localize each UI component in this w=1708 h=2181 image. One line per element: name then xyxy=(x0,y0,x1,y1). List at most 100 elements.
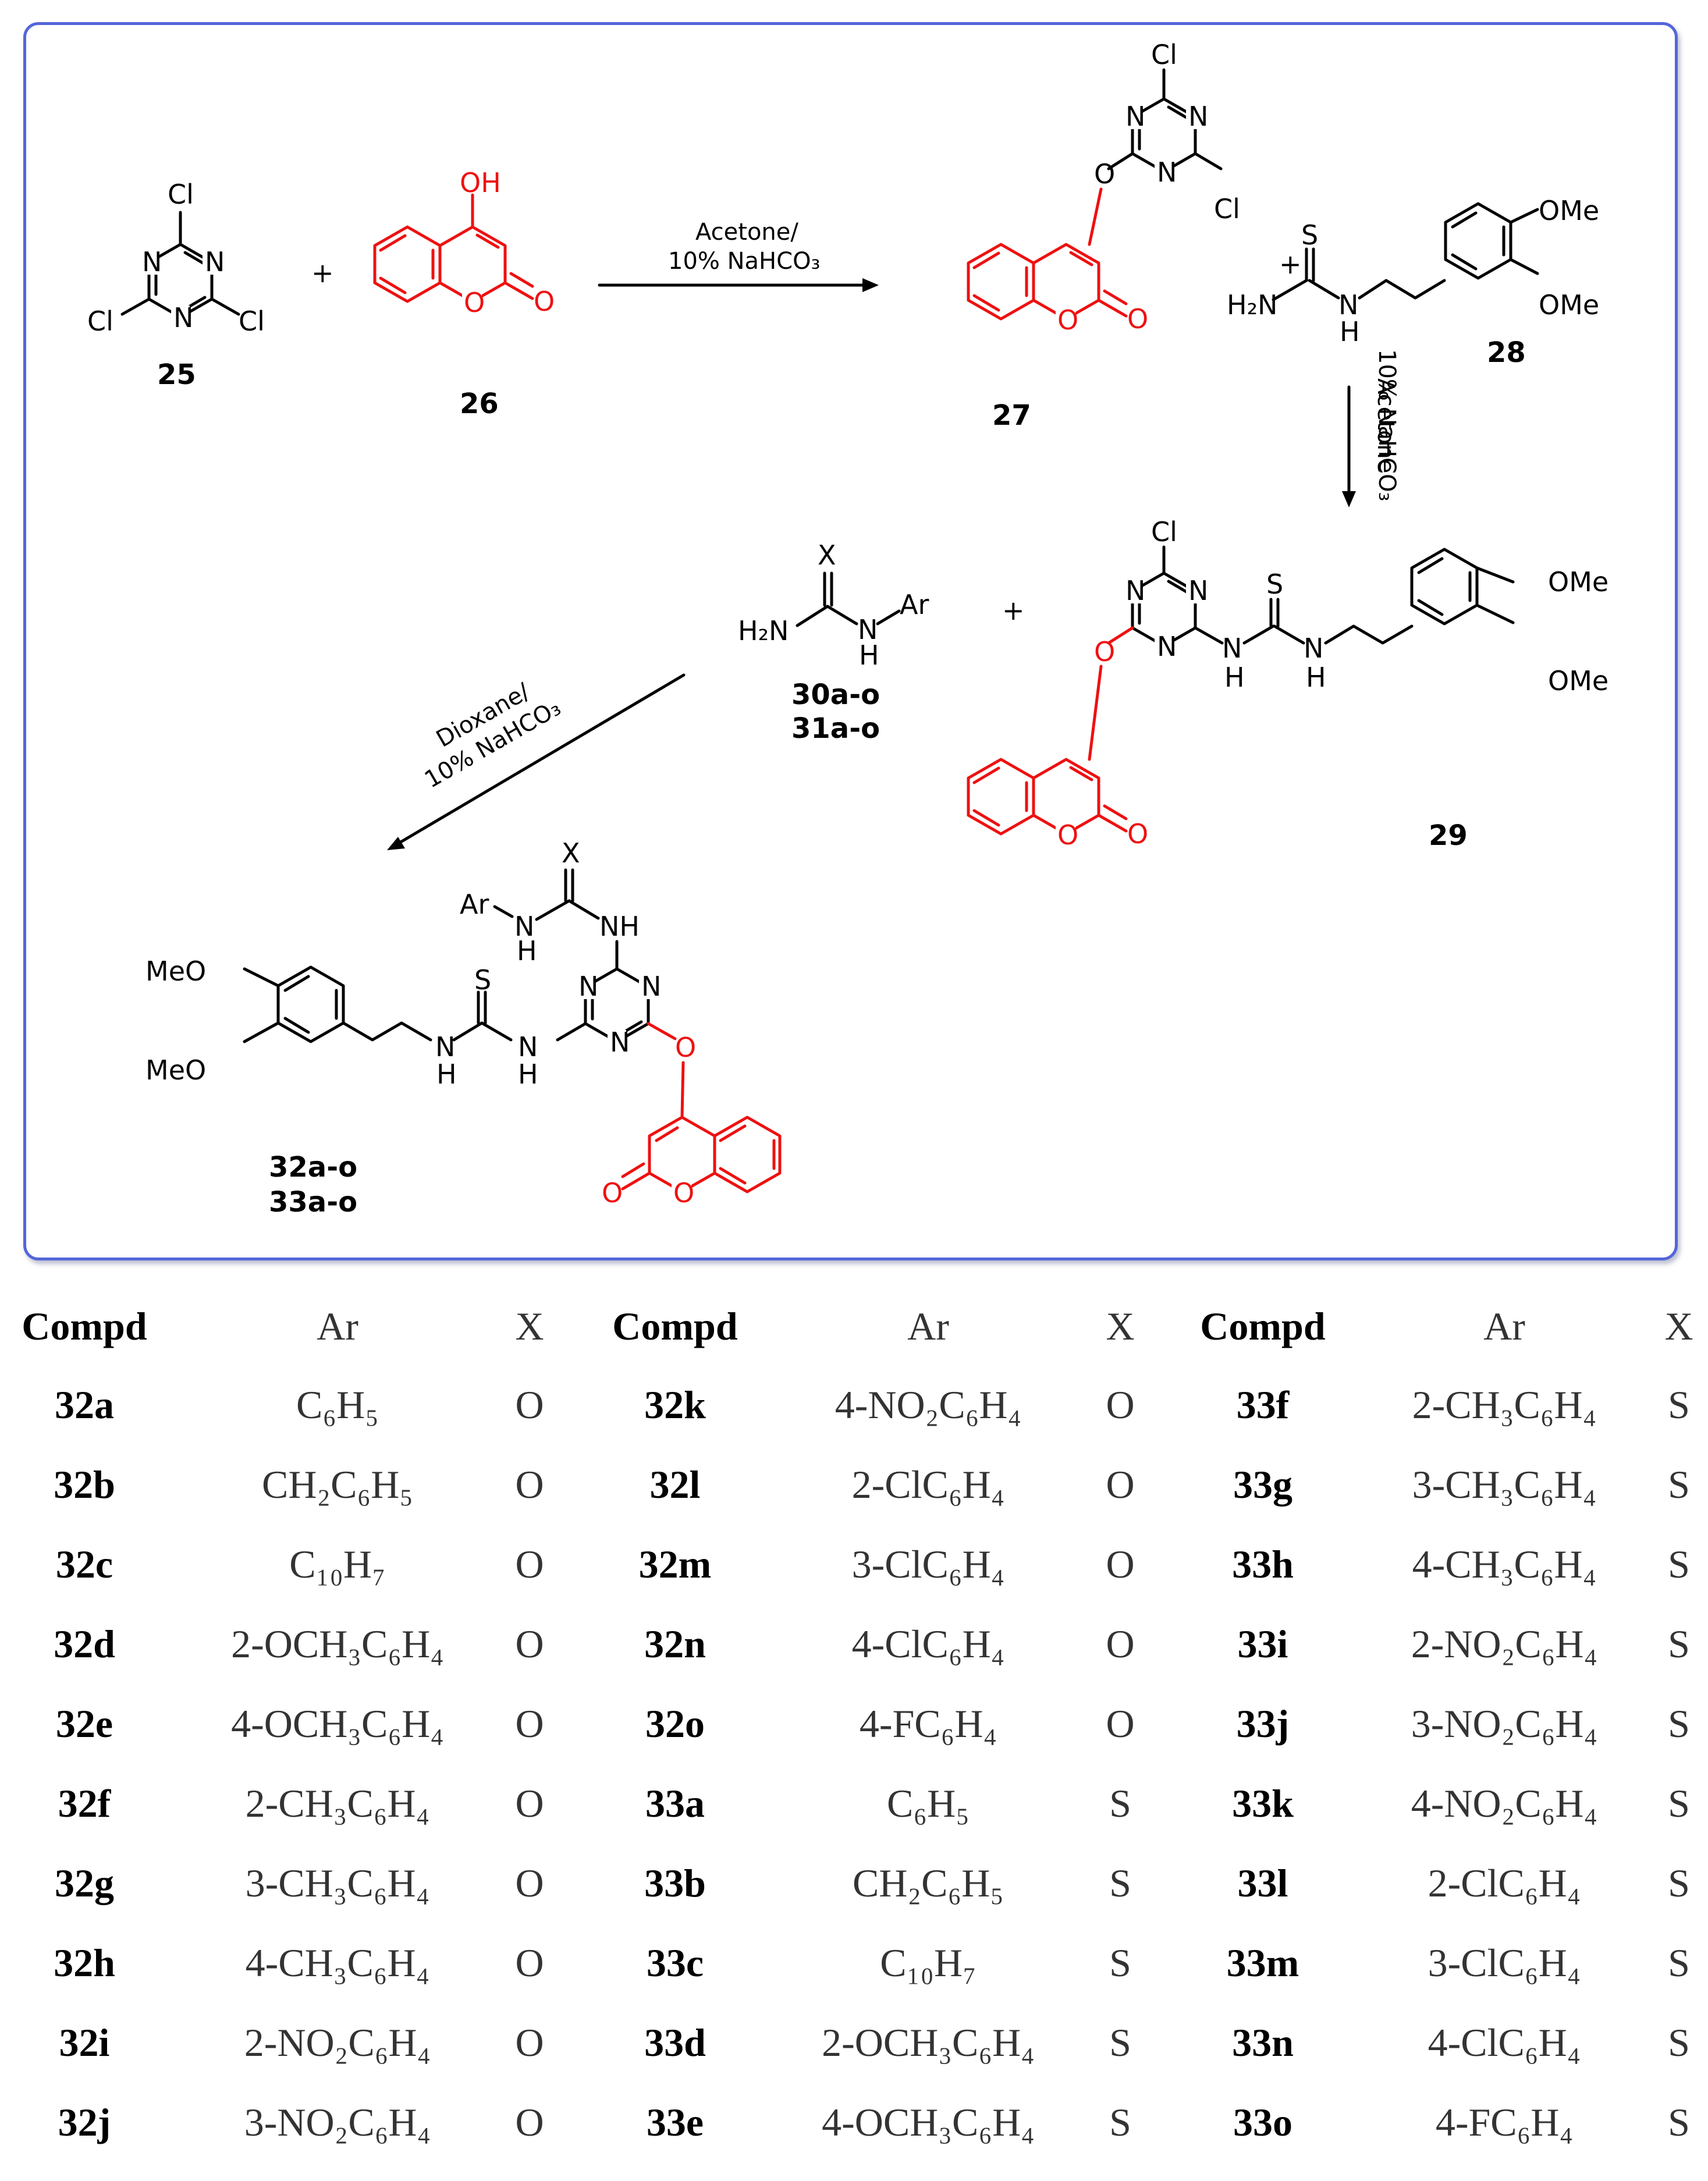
reaction-arrow-step3 xyxy=(391,673,686,848)
cell-x: S xyxy=(1668,2020,1690,2065)
reaction-scheme-frame xyxy=(23,22,1678,1260)
cell-aryl: C₆H₅ xyxy=(296,1383,379,1427)
cell-compound: 32l xyxy=(649,1462,701,1507)
atom-H: H xyxy=(436,1058,457,1090)
header-compd: Compd xyxy=(612,1304,738,1348)
atom-H: H xyxy=(518,1058,538,1090)
cell-aryl: C₁₀H₇ xyxy=(880,1941,976,1985)
cell-x: S xyxy=(1668,1622,1690,1666)
plus-sign: + xyxy=(311,257,334,289)
atom-X: X xyxy=(818,539,836,571)
header-compd: Compd xyxy=(22,1304,147,1348)
atom-Cl: Cl xyxy=(1151,516,1177,548)
atom-OMe: OMe xyxy=(1539,195,1599,226)
atom-N: N xyxy=(1125,101,1145,132)
header-compd: Compd xyxy=(1200,1304,1326,1348)
atom-O: O xyxy=(675,1032,696,1063)
compound-26-structure: O O OH xyxy=(373,167,555,318)
cell-aryl: 4-NO₂C₆H₄ xyxy=(1411,1781,1598,1825)
compound-label-26: 26 xyxy=(460,388,499,420)
atom-H: H xyxy=(1340,316,1360,347)
cell-compound: 33j xyxy=(1236,1702,1290,1746)
header-ar: Ar xyxy=(907,1304,949,1348)
compound-label-25: 25 xyxy=(157,358,196,391)
cell-compound: 32n xyxy=(644,1622,706,1666)
cell-aryl: 4-NO₂C₆H₄ xyxy=(835,1383,1022,1427)
cell-x: O xyxy=(1106,1462,1135,1507)
atom-N: N xyxy=(1125,575,1145,606)
atom-H: H xyxy=(517,935,537,967)
compound-label-30: 30a-o xyxy=(791,679,880,711)
condition-step2-line1: Acetone xyxy=(1372,378,1399,473)
compound-label-29: 29 xyxy=(1429,819,1468,852)
atom-O: O xyxy=(1127,818,1148,850)
compound-25-structure: N N N Cl Cl Cl xyxy=(87,179,265,337)
cell-aryl: 3-ClC₆H₄ xyxy=(1428,1941,1581,1985)
cell-aryl: 2-ClC₆H₄ xyxy=(851,1462,1005,1507)
atom-O: O xyxy=(1094,636,1115,667)
cell-x: O xyxy=(515,1781,544,1825)
atom-Cl: Cl xyxy=(168,179,194,210)
cell-aryl: 3-CH₃C₆H₄ xyxy=(1412,1462,1597,1507)
cell-x: S xyxy=(1668,2100,1690,2144)
cell-aryl: 2-CH₃C₆H₄ xyxy=(245,1781,430,1825)
cell-aryl: 3-NO₂C₆H₄ xyxy=(244,2100,431,2144)
cell-compound: 33d xyxy=(644,2020,706,2065)
header-x: X xyxy=(1664,1304,1693,1348)
cell-x: S xyxy=(1668,1861,1690,1905)
cell-compound: 33g xyxy=(1233,1462,1292,1507)
header-x: X xyxy=(515,1304,544,1348)
atom-N: N xyxy=(1188,101,1208,132)
atom-Cl: Cl xyxy=(1151,39,1177,70)
cell-compound: 33n xyxy=(1232,2020,1294,2065)
compound-28-structure: H₂N + S N H OMe OMe xyxy=(1227,195,1599,347)
atom-Ar: Ar xyxy=(460,889,489,920)
cell-aryl: 4-CH₃C₆H₄ xyxy=(245,1941,430,1985)
compound-32-33-structure: X Ar N H NH N N N N H S N H xyxy=(145,837,782,1209)
atom-N: N xyxy=(1157,157,1177,188)
compound-27-structure: N N N Cl Cl O O O xyxy=(967,39,1240,336)
cell-compound: 32e xyxy=(55,1702,113,1746)
cell-aryl: 4-CH₃C₆H₄ xyxy=(1412,1542,1597,1586)
atom-O: O xyxy=(602,1177,623,1209)
cell-compound: 32a xyxy=(55,1383,114,1427)
atom-Cl: Cl xyxy=(1214,193,1240,225)
cell-aryl: 4-FC₆H₄ xyxy=(859,1702,997,1746)
atom-O: O xyxy=(1094,158,1115,190)
cell-compound: 33b xyxy=(644,1861,706,1905)
cell-x: S xyxy=(1109,1861,1131,1905)
compound-label-27: 27 xyxy=(992,399,1031,432)
atom-O: O xyxy=(534,286,555,317)
cell-aryl: 3-CH₃C₆H₄ xyxy=(245,1861,430,1905)
cell-compound: 33c xyxy=(646,1941,704,1985)
cell-aryl: CH₂C₆H₅ xyxy=(261,1462,414,1507)
cell-x: O xyxy=(515,1542,544,1586)
cell-aryl: 4-ClC₆H₄ xyxy=(851,1622,1005,1666)
atom-N: N xyxy=(1157,631,1177,662)
cell-compound: 32m xyxy=(638,1542,712,1586)
cell-aryl: 2-OCH₃C₆H₄ xyxy=(231,1622,444,1666)
atom-O: O xyxy=(464,287,485,318)
cell-x: O xyxy=(515,1462,544,1507)
atom-Ar: Ar xyxy=(900,589,929,620)
plus-sign: + xyxy=(1002,595,1025,626)
cell-compound: 33a xyxy=(645,1781,705,1825)
atom-OH: OH xyxy=(460,167,501,198)
cell-x: O xyxy=(515,1702,544,1746)
cell-x: O xyxy=(515,1622,544,1666)
cell-compound: 32j xyxy=(58,2100,111,2144)
condition-step1-line2: 10% NaHCO₃ xyxy=(668,248,821,275)
cell-compound: 32h xyxy=(54,1941,115,1985)
compound-label-33: 33a-o xyxy=(269,1186,357,1219)
cell-x: S xyxy=(1109,2100,1131,2144)
atom-X: X xyxy=(562,837,580,869)
compound-label-31: 31a-o xyxy=(791,712,880,745)
atom-N: N xyxy=(1222,633,1242,664)
atom-N: N xyxy=(578,971,598,1002)
atom-H: H xyxy=(1224,662,1245,693)
atom-N: N xyxy=(142,246,162,278)
compound-30-31-structure: X H₂N N H Ar xyxy=(738,539,929,671)
